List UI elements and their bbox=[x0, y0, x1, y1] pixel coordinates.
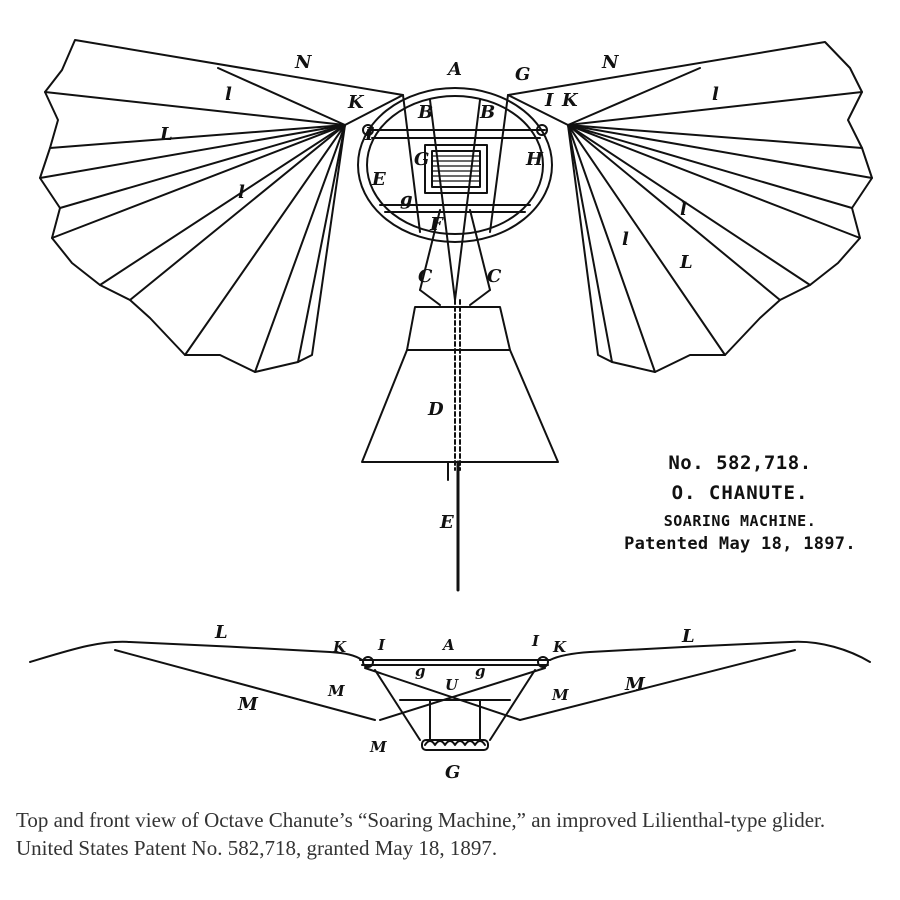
label-C-left: C bbox=[418, 266, 433, 287]
front-label-M-far-right: M bbox=[624, 674, 646, 695]
front-label-L-right: L bbox=[681, 626, 695, 647]
label-B-right: B bbox=[479, 102, 495, 123]
tail bbox=[361, 299, 559, 592]
label-C-right: C bbox=[487, 266, 502, 287]
label-N-left: N bbox=[294, 52, 313, 73]
front-label-M-left: M bbox=[327, 682, 345, 700]
front-label-M-far-left: M bbox=[237, 694, 259, 715]
front-label-A: A bbox=[441, 636, 455, 654]
patent-number: No. 582,718. bbox=[668, 452, 812, 474]
label-l-right-mid: l bbox=[680, 199, 687, 220]
label-E-top: E bbox=[371, 169, 386, 190]
front-label-G: G bbox=[445, 762, 460, 783]
patent-date: Patented May 18, 1897. bbox=[624, 534, 856, 554]
label-K-left: K bbox=[347, 92, 365, 113]
left-wing bbox=[39, 39, 404, 373]
patent-title: SOARING MACHINE. bbox=[663, 512, 817, 530]
front-label-g-left: g bbox=[415, 662, 426, 680]
label-G-upper: G bbox=[515, 64, 530, 85]
front-label-K-left: K bbox=[332, 638, 347, 656]
figure-caption: Top and front view of Octave Chanute’s “… bbox=[16, 808, 826, 860]
front-label-K-right: K bbox=[552, 638, 567, 656]
label-E-rod: E bbox=[439, 512, 454, 533]
patent-inventor: O. CHANUTE. bbox=[671, 482, 809, 504]
front-label-I-left: I bbox=[377, 636, 386, 654]
label-H-right: H bbox=[525, 149, 544, 170]
patent-header: No. 582,718. O. CHANUTE. SOARING MACHINE… bbox=[590, 452, 890, 554]
front-label-g-right: g bbox=[475, 662, 486, 680]
front-label-I-right: I bbox=[531, 632, 540, 650]
label-K-right: K bbox=[561, 90, 579, 111]
label-L-right: L bbox=[679, 252, 693, 273]
label-D: D bbox=[427, 399, 444, 420]
front-label-M-bottom: M bbox=[369, 738, 387, 756]
front-label-L-left: L bbox=[214, 622, 228, 643]
label-F: F bbox=[429, 214, 444, 235]
front-label-U: U bbox=[445, 676, 459, 694]
label-I-right: I bbox=[544, 90, 554, 111]
label-l-left-upper: l bbox=[225, 84, 232, 105]
label-N-right: N bbox=[601, 52, 620, 73]
label-A-top: A bbox=[446, 59, 462, 80]
label-B-left: B bbox=[417, 102, 433, 123]
front-label-M-right: M bbox=[551, 686, 569, 704]
seat-box bbox=[424, 144, 488, 194]
central-frame bbox=[357, 87, 553, 306]
label-I-left: I bbox=[364, 124, 374, 145]
label-g-top: g bbox=[400, 189, 413, 210]
label-l-right-lower: l bbox=[622, 229, 629, 250]
label-G-seat: G bbox=[414, 149, 429, 170]
right-wing bbox=[507, 41, 873, 373]
label-l-left-lower: l bbox=[238, 182, 245, 203]
front-view bbox=[29, 640, 871, 751]
label-l-right-upper: l bbox=[712, 84, 719, 105]
label-L-left: L bbox=[159, 124, 173, 145]
